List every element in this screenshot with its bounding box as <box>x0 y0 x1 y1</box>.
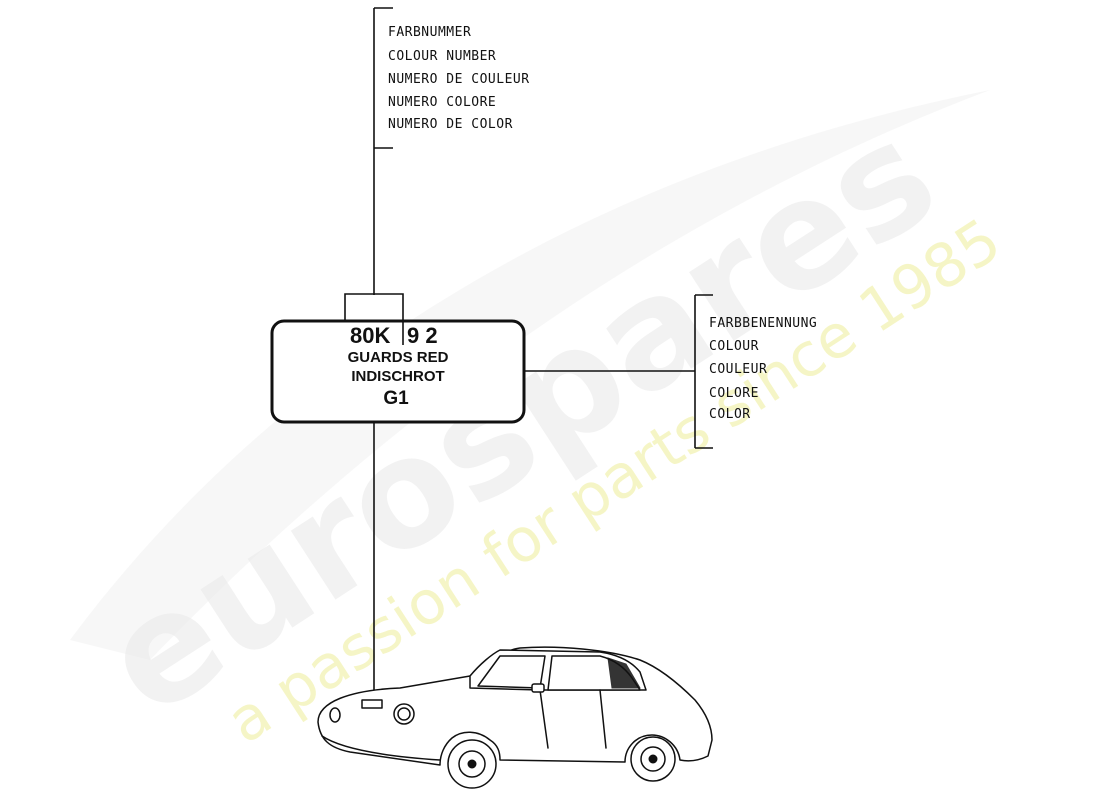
colour-name-label-it: COLORE <box>709 386 759 401</box>
colour-name-label-en: COLOUR <box>709 339 759 354</box>
car-front-bumper <box>321 735 441 761</box>
car-illustration <box>317 646 713 789</box>
watermark-swoosh <box>70 90 990 660</box>
car-mirror <box>531 683 545 693</box>
car-front-hub-center <box>467 759 477 769</box>
car-headlight-left <box>329 707 341 723</box>
colour-name-callout: FARBBENENNUNG COLOUR COULEUR COLORE COLO… <box>524 294 817 449</box>
plate-code-right: 9 2 <box>407 323 438 348</box>
plate-group: G1 <box>383 388 409 409</box>
car-plate-location <box>361 699 383 709</box>
colour-number-callout: FARBNUMMER COLOUR NUMBER NUMERO DE COULE… <box>344 7 530 322</box>
car-rear-window-shade <box>607 657 641 689</box>
colour-name-label-fr: COULEUR <box>709 362 767 377</box>
car-headlight-inner <box>397 707 411 721</box>
paint-plate: 80K 9 2 GUARDS RED INDISCHROT G1 <box>270 319 526 424</box>
car-door-line <box>539 689 607 749</box>
code-bracket <box>344 293 404 322</box>
plate-code-left: 80K <box>350 323 390 348</box>
colour-name-label-de: FARBBENENNUNG <box>709 316 817 331</box>
colour-number-label-fr: NUMERO DE COULEUR <box>388 72 530 87</box>
colour-number-label-de: FARBNUMMER <box>388 25 471 40</box>
plate-colour-name-de: INDISCHROT <box>351 368 444 385</box>
plate-colour-name-en: GUARDS RED <box>348 349 449 366</box>
colour-number-label-es: NUMERO DE COLOR <box>388 117 513 132</box>
colour-number-label-it: NUMERO COLORE <box>388 95 496 110</box>
car-windshield <box>477 655 546 689</box>
car-rear-hub-center <box>648 754 658 764</box>
colour-number-label-en: COLOUR NUMBER <box>388 49 496 64</box>
colour-name-label-es: COLOR <box>709 407 751 422</box>
